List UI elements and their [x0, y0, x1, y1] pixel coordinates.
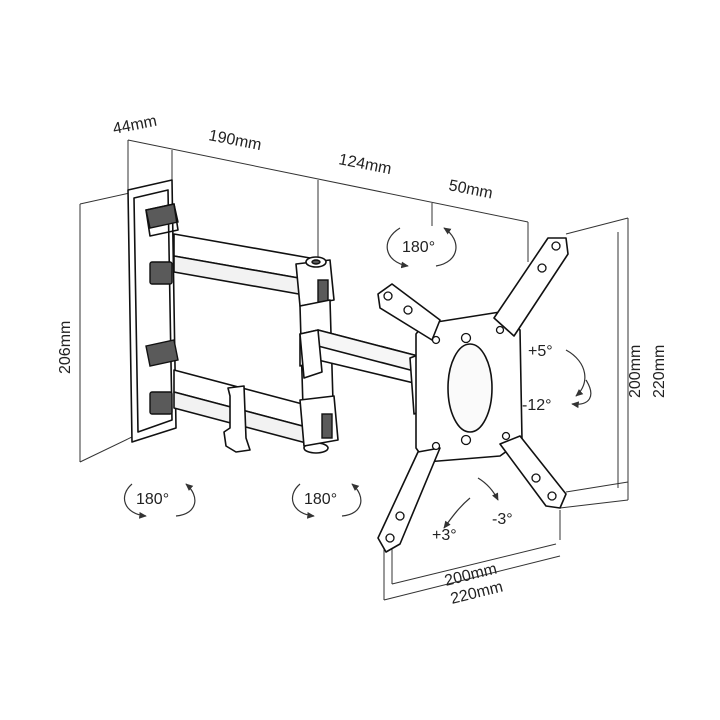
label-wall-height: 206mm	[57, 321, 74, 374]
cable-clip	[223, 385, 251, 453]
label-second-arm: 124mm	[337, 151, 393, 178]
label-head-offset: 50mm	[447, 177, 494, 202]
label-vesa-height-outer: 220mm	[651, 345, 668, 398]
dimension-labels: 44mm 190mm 124mm 50mm 206mm 200mm 220mm …	[57, 113, 668, 608]
dimension-lines	[79, 139, 629, 601]
lower-elbow-joint	[299, 395, 339, 447]
label-level-minus: -3°	[492, 511, 513, 528]
label-first-arm: 190mm	[207, 127, 263, 154]
label-tilt-down: -12°	[522, 397, 552, 414]
label-plate-depth: 44mm	[112, 113, 159, 138]
label-wall-joint-swivel: 180°	[136, 491, 169, 508]
rotation-labels: 180° 180° 180° +5° -12° +3° -3°	[136, 239, 553, 544]
vesa-plate	[377, 237, 569, 553]
upper-first-arm	[173, 233, 311, 297]
label-head-swivel: 180°	[402, 239, 435, 256]
wall-plate	[127, 179, 179, 443]
label-level-plus: +3°	[432, 527, 457, 544]
label-tilt-up: +5°	[528, 343, 553, 360]
rotation-arrows	[123, 227, 592, 529]
label-elbow-swivel: 180°	[304, 491, 337, 508]
label-vesa-height-inner: 200mm	[627, 345, 644, 398]
upper-elbow-joint	[295, 256, 335, 307]
